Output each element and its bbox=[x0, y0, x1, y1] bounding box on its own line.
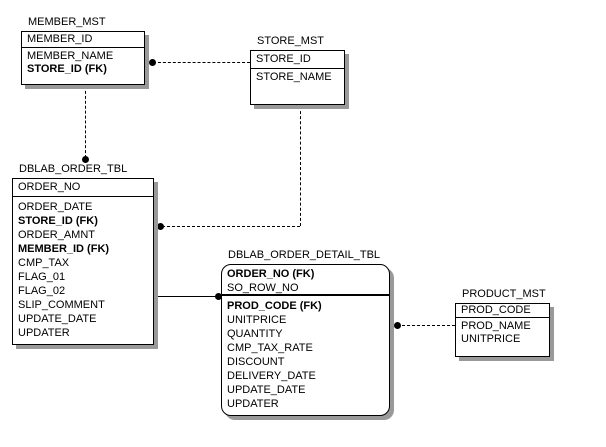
entity-box: ORDER_NO (FK) SO_ROW_NO PROD_CODE (FK) U… bbox=[221, 264, 390, 416]
attribute-row: FLAG_02 bbox=[18, 285, 66, 297]
attribute-row: DELIVERY_DATE bbox=[227, 370, 316, 382]
entity-member-mst[interactable]: MEMBER_MST MEMBER_ID MEMBER_NAME STORE_I… bbox=[21, 16, 145, 85]
cardinality-dot-icon bbox=[82, 156, 89, 163]
entity-store-mst[interactable]: STORE_MST STORE_ID STORE_NAME bbox=[250, 35, 345, 105]
relationship-product-detail-line[interactable] bbox=[397, 325, 455, 326]
relationship-order-detail-line[interactable] bbox=[154, 296, 221, 297]
attribute-row: QUANTITY bbox=[227, 328, 283, 340]
attribute-row: FLAG_01 bbox=[18, 271, 66, 283]
cardinality-dot-icon bbox=[215, 293, 222, 300]
entity-box: MEMBER_ID MEMBER_NAME STORE_ID (FK) bbox=[21, 31, 145, 85]
attribute-row: STORE_NAME bbox=[256, 71, 332, 83]
entity-title: MEMBER_MST bbox=[28, 16, 106, 28]
entity-box: PROD_CODE PROD_NAME UNITPRICE bbox=[455, 303, 550, 357]
attribute-row: ORDER_AMNT bbox=[18, 229, 96, 241]
key-attribute-row: PROD_CODE bbox=[461, 304, 531, 316]
relationship-store-order-line-vertical[interactable] bbox=[300, 106, 301, 226]
key-attribute-row: ORDER_NO bbox=[18, 181, 81, 193]
attribute-row: CMP_TAX_RATE bbox=[227, 342, 313, 354]
entity-dblab-order-tbl[interactable]: DBLAB_ORDER_TBL ORDER_NO ORDER_DATE STOR… bbox=[12, 163, 154, 345]
cardinality-dot-icon bbox=[157, 223, 164, 230]
entity-title: DBLAB_ORDER_DETAIL_TBL bbox=[228, 249, 381, 261]
key-attribute-row: ORDER_NO (FK) bbox=[227, 268, 315, 280]
cardinality-dot-icon bbox=[394, 322, 401, 329]
attribute-row: UNITPRICE bbox=[461, 333, 521, 345]
entity-box: ORDER_NO ORDER_DATE STORE_ID (FK) ORDER_… bbox=[12, 178, 154, 345]
attribute-row: UPDATE_DATE bbox=[227, 384, 306, 396]
cardinality-dot-icon bbox=[149, 59, 156, 66]
attribute-row: DISCOUNT bbox=[227, 356, 285, 368]
attribute-row: STORE_ID (FK) bbox=[27, 63, 107, 75]
attribute-row: MEMBER_NAME bbox=[27, 50, 114, 62]
attribute-row: SLIP_COMMENT bbox=[18, 299, 105, 311]
key-attribute-row: STORE_ID bbox=[256, 53, 311, 65]
entity-product-mst[interactable]: PRODUCT_MST PROD_CODE PROD_NAME UNITPRIC… bbox=[455, 288, 550, 357]
entity-title: DBLAB_ORDER_TBL bbox=[19, 163, 128, 175]
relationship-store-order-line-horizontal[interactable] bbox=[162, 226, 300, 227]
key-attribute-row: SO_ROW_NO bbox=[227, 282, 299, 294]
attribute-row: PROD_NAME bbox=[461, 320, 531, 332]
attribute-row: CMP_TAX bbox=[18, 257, 70, 269]
attribute-row: UNITPRICE bbox=[227, 314, 287, 326]
entity-title: STORE_MST bbox=[257, 35, 325, 47]
key-attribute-row: MEMBER_ID bbox=[27, 33, 93, 45]
relationship-member-order-line[interactable] bbox=[85, 86, 86, 158]
attribute-row: MEMBER_ID (FK) bbox=[18, 243, 110, 255]
entity-title: PRODUCT_MST bbox=[462, 288, 546, 300]
entity-dblab-order-detail-tbl[interactable]: DBLAB_ORDER_DETAIL_TBL ORDER_NO (FK) SO_… bbox=[221, 249, 390, 416]
relationship-member-store-line[interactable] bbox=[153, 62, 250, 63]
attribute-row: STORE_ID (FK) bbox=[18, 215, 98, 227]
attribute-row: ORDER_DATE bbox=[18, 201, 93, 213]
entity-box: STORE_ID STORE_NAME bbox=[250, 50, 345, 105]
attribute-row: UPDATE_DATE bbox=[18, 313, 97, 325]
attribute-row: PROD_CODE (FK) bbox=[227, 300, 322, 312]
attribute-row: UPDATER bbox=[227, 398, 279, 410]
attribute-row: UPDATER bbox=[18, 327, 70, 339]
